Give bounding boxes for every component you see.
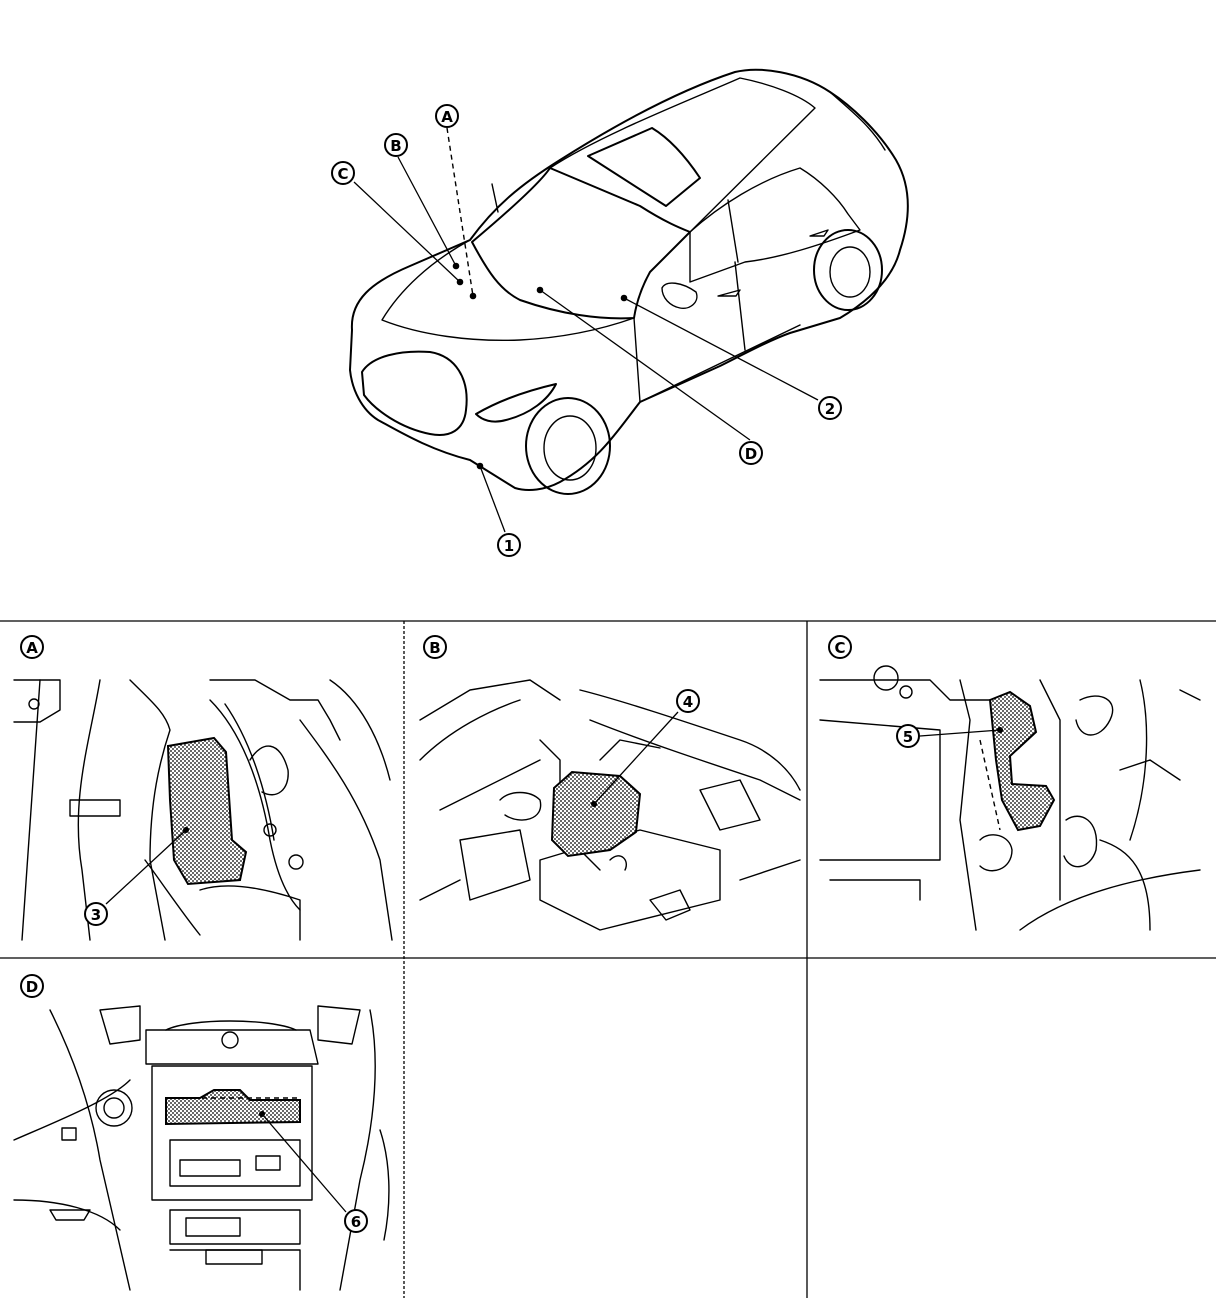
callout-1-label: 1 [504, 537, 514, 555]
vehicle-overview [349, 68, 909, 495]
callout-a: A [435, 104, 459, 128]
callout-a-label: A [441, 108, 453, 126]
panel-d-letter: D [26, 978, 38, 996]
part-3-label: 3 [91, 906, 101, 924]
callout-d: D [739, 441, 763, 465]
leader-b [397, 156, 457, 267]
location-dot-d [536, 286, 544, 294]
callout-b: B [384, 133, 408, 157]
callout-d-label: D [745, 445, 757, 463]
location-dot-b [452, 262, 460, 270]
location-dot-c [456, 278, 464, 286]
detail-panel-a: A 3 [13, 635, 393, 941]
detail-panel-c: C 5 [819, 635, 1201, 931]
leader-1 [479, 465, 506, 533]
panel-b-letter: B [429, 639, 440, 657]
part-6-label: 6 [351, 1213, 361, 1231]
callout-b-label: B [390, 137, 401, 155]
detail-grid [0, 620, 1216, 1298]
part-5-label: 5 [903, 728, 913, 746]
location-dot-1 [476, 462, 484, 470]
leader-c [353, 181, 461, 283]
callout-c-label: C [337, 165, 348, 183]
callout-1: 1 [497, 533, 521, 557]
leader-d [539, 289, 751, 441]
part-4-label: 4 [683, 693, 693, 711]
detail-panel-b: B 4 [419, 635, 801, 931]
callout-2-label: 2 [825, 400, 835, 418]
location-dot-a [469, 292, 477, 300]
detail-panel-d: D [13, 974, 390, 1291]
panel-c-letter: C [834, 639, 845, 657]
callout-c: C [331, 161, 355, 185]
panel-a-letter: A [26, 639, 38, 657]
leader-2 [623, 297, 819, 401]
callout-2: 2 [818, 396, 842, 420]
leader-a [446, 127, 474, 297]
overview-callouts: A B C D 2 1 [331, 104, 842, 557]
location-dot-2 [620, 294, 628, 302]
